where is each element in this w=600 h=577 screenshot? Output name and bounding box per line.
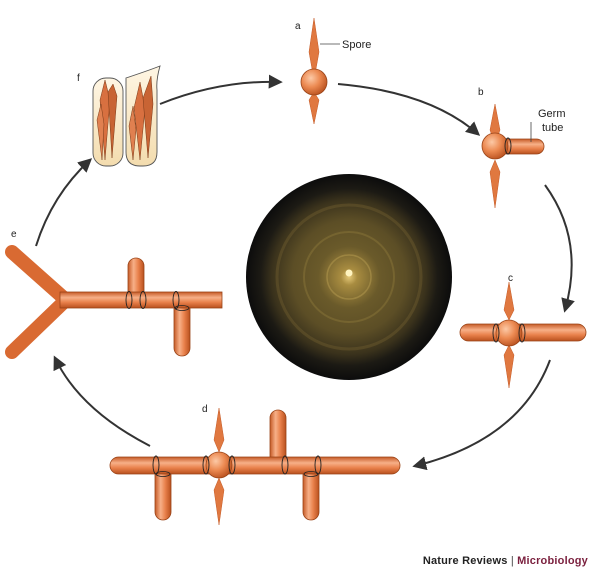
- credit-separator: |: [510, 555, 514, 567]
- stage-f-letter: f: [77, 73, 80, 84]
- spore-label: Spore: [342, 39, 371, 51]
- stage-e-mycelium: [5, 245, 223, 359]
- arrow-d-to-e: [53, 355, 151, 447]
- journal-name: Microbiology: [517, 555, 588, 567]
- stage-b-germinating-spore: [481, 103, 545, 209]
- stage-f-sporulation: [92, 65, 161, 167]
- germ-tube-label-line2: tube: [542, 122, 563, 134]
- stage-b-letter: b: [478, 87, 484, 98]
- arrow-e-to-f: [35, 158, 93, 247]
- arrow-c-to-d: [412, 359, 551, 471]
- stage-a-spore: [300, 17, 340, 125]
- stage-c-letter: c: [508, 273, 513, 284]
- publisher-name: Nature Reviews: [422, 555, 508, 567]
- cycle-arrows: [35, 74, 575, 471]
- colony-image: [246, 174, 452, 380]
- arrow-f-to-a: [159, 74, 283, 105]
- stage-e-letter: e: [11, 229, 17, 240]
- publication-credit: Nature Reviews | Microbiology: [423, 555, 588, 567]
- germ-tube-label-line1: Germ: [538, 108, 566, 120]
- stage-c-bipolar-hypha: [459, 281, 587, 389]
- arrow-a-to-b: [337, 83, 481, 136]
- stage-a-letter: a: [295, 21, 301, 32]
- arrow-b-to-c: [544, 184, 575, 313]
- stage-d-letter: d: [202, 404, 208, 415]
- stage-d-branched-hypha: [109, 407, 401, 526]
